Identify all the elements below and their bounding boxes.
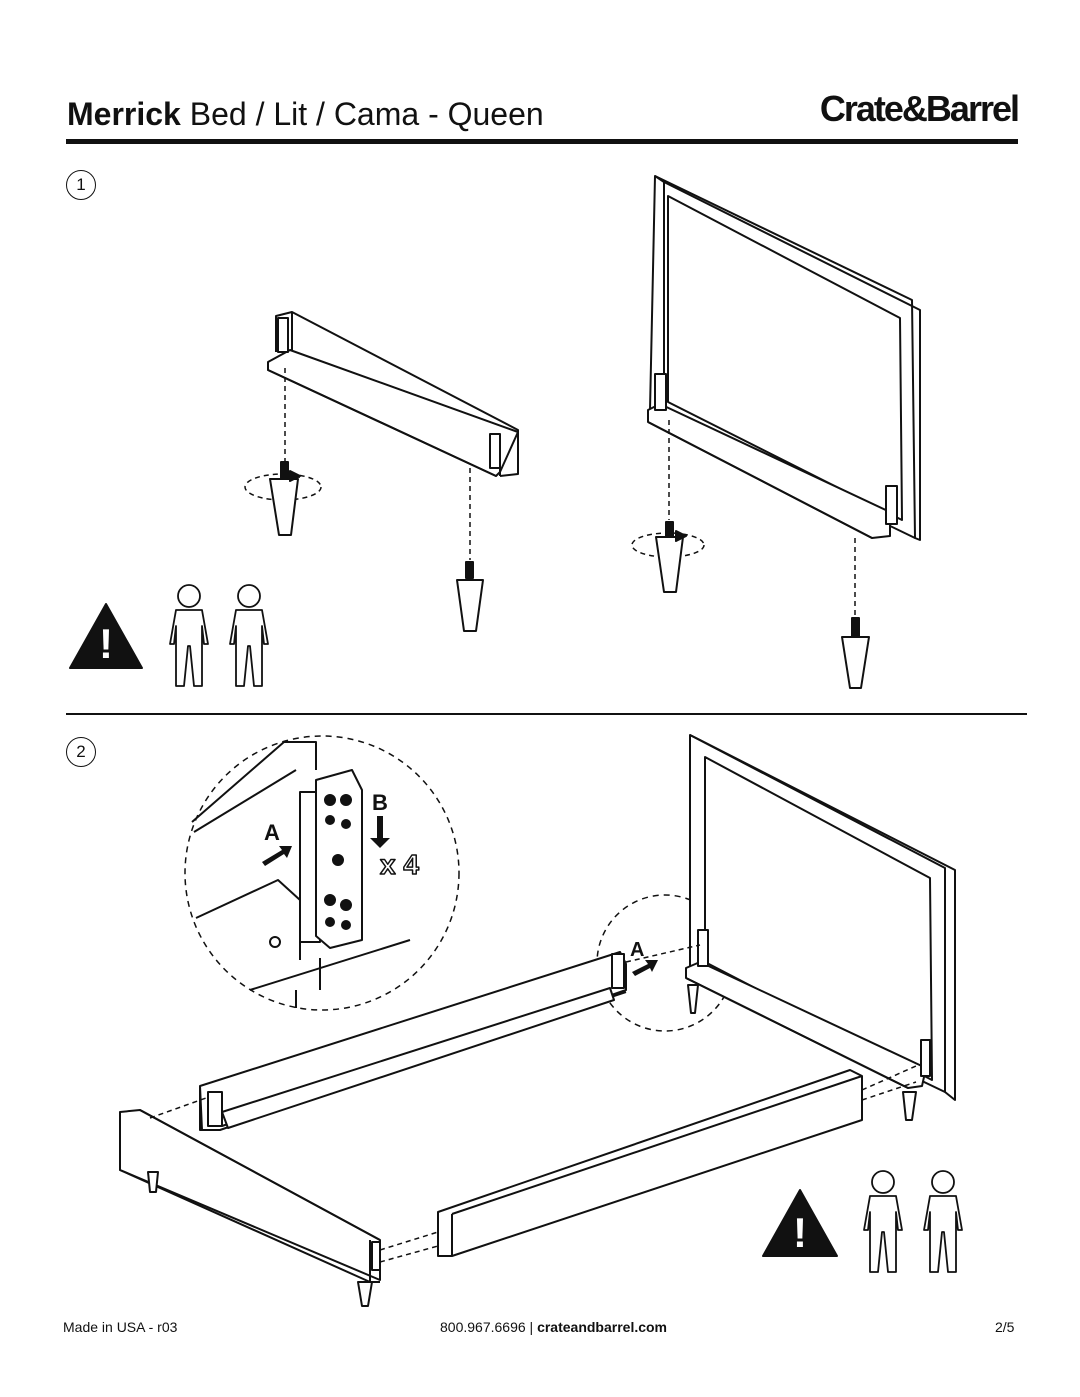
footboard-step2 xyxy=(119,1109,381,1307)
warning-triangle-icon: ! xyxy=(69,603,143,669)
label-b-detail: B xyxy=(372,790,388,815)
product-name: Merrick xyxy=(67,96,181,132)
leg-screw-in xyxy=(269,461,301,536)
brand-logo: Crate&Barrel xyxy=(819,88,1020,129)
footer-website-link[interactable]: crateandbarrel.com xyxy=(537,1319,668,1335)
section-divider xyxy=(66,713,1027,715)
guide-lines-1b xyxy=(668,420,856,615)
label-a-detail: A xyxy=(264,820,280,845)
step-1-marker: 1 xyxy=(66,170,96,200)
footer-contact: 800.967.6696 | crateandbarrel.com xyxy=(440,1319,667,1335)
guide-lines-2 xyxy=(149,944,917,1263)
title-subtitle: Bed / Lit / Cama - Queen xyxy=(180,96,544,132)
headboard-step2 xyxy=(685,734,956,1121)
page-title: Merrick Bed / Lit / Cama - Queen xyxy=(67,94,544,134)
guide-lines-1 xyxy=(284,368,471,560)
two-person-lift-icon-2 xyxy=(863,1170,963,1273)
quantity-label: x 4 xyxy=(380,849,419,880)
two-person-lift-icon xyxy=(169,584,269,687)
warning-triangle-icon-2: ! xyxy=(762,1189,838,1257)
header-rule xyxy=(66,139,1018,144)
footboard-rail xyxy=(267,311,519,477)
footer-phone: 800.967.6696 | xyxy=(440,1319,538,1335)
leg-loose xyxy=(456,561,484,632)
bracket-detail xyxy=(191,741,411,1008)
step-2-marker: 2 xyxy=(66,737,96,767)
leg-loose-2 xyxy=(841,617,870,689)
svg-text:!: ! xyxy=(99,620,113,667)
page-number: 2/5 xyxy=(995,1319,1015,1335)
svg-text:!: ! xyxy=(793,1209,807,1256)
detail-zoom-circle xyxy=(184,735,460,1011)
side-rail-back xyxy=(199,951,627,1131)
leg-screw-in-2 xyxy=(655,521,687,593)
headboard xyxy=(647,175,921,541)
side-rail-front xyxy=(437,1069,863,1257)
label-a: A xyxy=(630,939,644,961)
footer-origin: Made in USA - r03 xyxy=(63,1319,178,1335)
